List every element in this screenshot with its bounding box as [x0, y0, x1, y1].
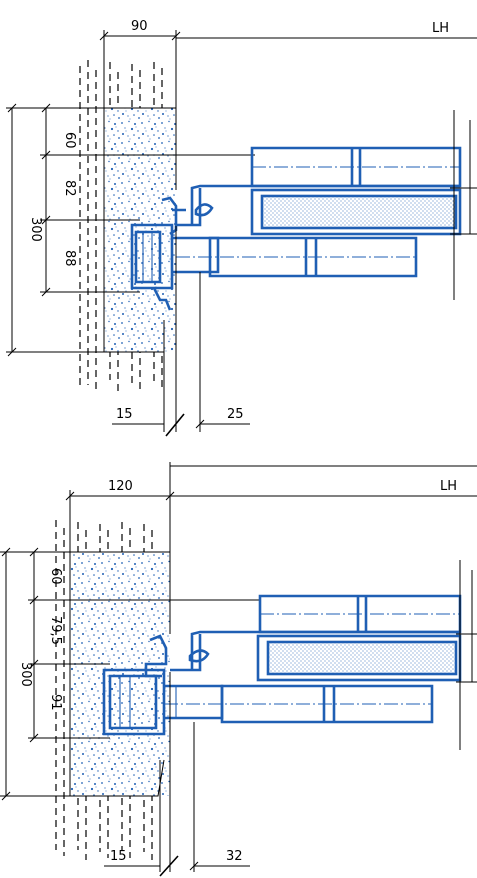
top-dim-opening: LH — [176, 21, 477, 39]
bottom-dim-a-label: 60 — [48, 568, 63, 585]
top-total-label: 300 — [28, 217, 43, 242]
bottom-frame-profile — [102, 594, 462, 736]
bottom-dims-vertical: 60 79,5 91 300 — [0, 547, 260, 801]
top-opening-label: LH — [432, 21, 449, 36]
bottom-dim-b-label: 79,5 — [48, 616, 63, 645]
top-detail: 90 LH 60 82 88 300 — [6, 19, 477, 437]
bottom-bottom-right-label: 32 — [226, 849, 243, 864]
bottom-bottom-left-label: 15 — [110, 849, 127, 864]
top-plaster — [104, 108, 176, 352]
bottom-wall-thickness-label: 120 — [108, 479, 133, 494]
top-dim-b-label: 82 — [62, 180, 77, 197]
bottom-dim-opening: LH — [170, 465, 477, 497]
bottom-dim-wall: 120 — [65, 479, 175, 552]
top-dims-bottom: 15 25 — [112, 226, 250, 437]
bottom-opening-label: LH — [440, 479, 457, 494]
top-dim-a-label: 60 — [62, 132, 77, 149]
top-bottom-left-label: 15 — [116, 407, 133, 422]
top-right-dims — [450, 110, 477, 300]
top-dims-vertical: 60 82 88 300 — [6, 103, 255, 357]
top-dim-c-label: 88 — [62, 250, 77, 267]
bottom-detail: 120 LH 60 79,5 91 300 — [0, 462, 477, 877]
bottom-plaster — [70, 552, 170, 796]
bottom-total-label: 300 — [18, 662, 33, 687]
bottom-dims-bottom: 15 32 — [104, 672, 250, 877]
top-dim-wall: 90 — [99, 19, 181, 108]
top-bottom-right-label: 25 — [227, 407, 244, 422]
bottom-dim-c-label: 91 — [48, 694, 63, 711]
top-wall-thickness-label: 90 — [131, 19, 148, 34]
top-frame-profile — [130, 146, 462, 311]
bottom-right-dims — [456, 560, 477, 750]
